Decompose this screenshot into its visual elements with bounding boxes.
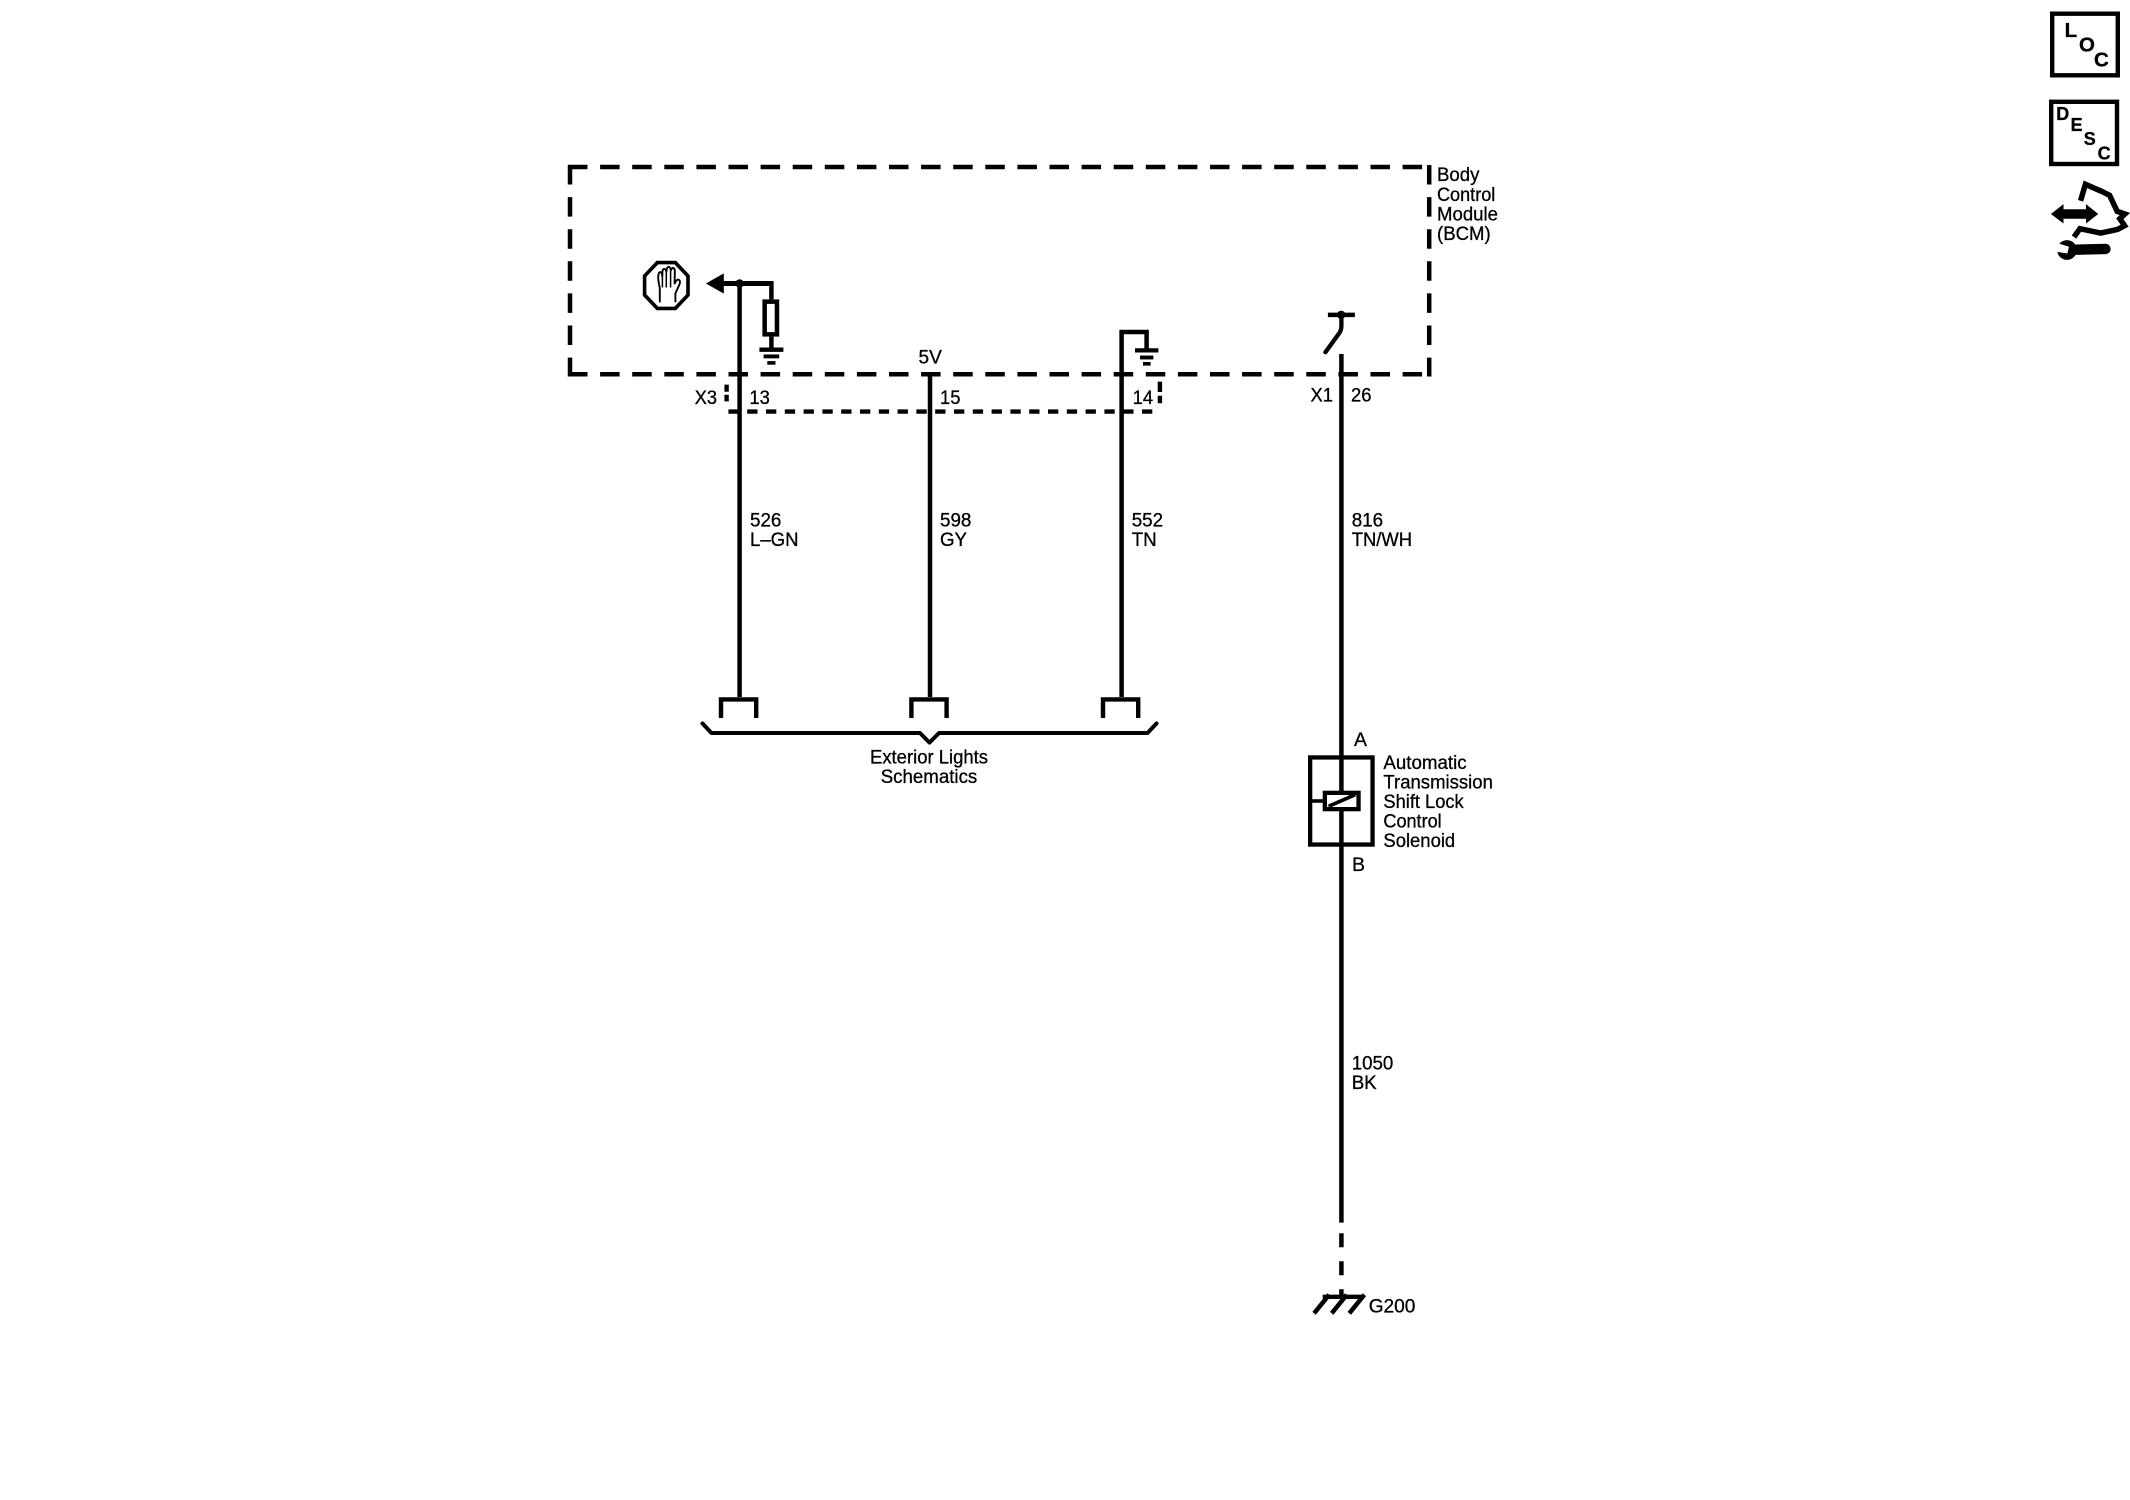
svg-text:X3: X3 <box>695 387 717 409</box>
svg-text:15: 15 <box>940 387 961 409</box>
svg-text:TN: TN <box>1132 529 1157 551</box>
svg-text:Module: Module <box>1437 203 1498 225</box>
svg-text:26: 26 <box>1351 385 1372 407</box>
svg-text:E: E <box>2071 115 2083 135</box>
svg-text:TN/WH: TN/WH <box>1352 529 1412 551</box>
svg-text:D: D <box>2056 104 2069 124</box>
svg-text:Control: Control <box>1383 811 1441 833</box>
svg-text:B: B <box>1352 854 1365 876</box>
svg-text:BK: BK <box>1352 1072 1377 1094</box>
svg-text:C: C <box>2094 49 2109 72</box>
svg-text:L–GN: L–GN <box>750 529 799 551</box>
svg-text:Shift Lock: Shift Lock <box>1383 791 1464 813</box>
svg-text:C: C <box>2098 144 2111 164</box>
svg-text:Exterior Lights: Exterior Lights <box>870 746 988 768</box>
svg-text:1050: 1050 <box>1352 1052 1394 1074</box>
svg-text:L: L <box>2065 19 2078 42</box>
svg-text:5V: 5V <box>919 347 942 369</box>
svg-text:S: S <box>2084 129 2096 149</box>
svg-text:Solenoid: Solenoid <box>1383 830 1455 852</box>
svg-text:(BCM): (BCM) <box>1437 223 1491 245</box>
svg-text:GY: GY <box>940 529 967 551</box>
svg-text:A: A <box>1354 729 1367 751</box>
svg-text:Control: Control <box>1437 184 1495 206</box>
svg-text:526: 526 <box>750 510 781 532</box>
svg-text:Body: Body <box>1437 164 1480 186</box>
svg-text:816: 816 <box>1352 510 1383 532</box>
svg-text:X1: X1 <box>1311 385 1334 407</box>
svg-text:G200: G200 <box>1369 1295 1416 1317</box>
svg-text:Schematics: Schematics <box>881 766 978 788</box>
svg-text:598: 598 <box>940 510 971 532</box>
svg-text:14: 14 <box>1133 387 1154 409</box>
svg-text:Transmission: Transmission <box>1383 771 1493 793</box>
svg-text:552: 552 <box>1132 510 1163 532</box>
svg-text:O: O <box>2079 34 2095 57</box>
svg-text:13: 13 <box>749 387 770 409</box>
svg-text:Automatic: Automatic <box>1383 752 1466 774</box>
